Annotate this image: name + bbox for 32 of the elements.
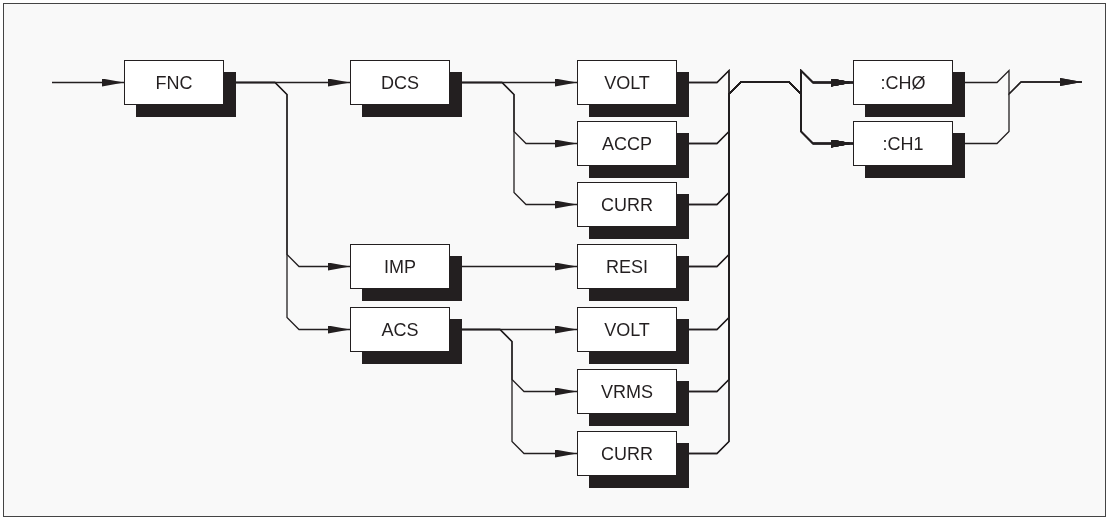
- command-box: [577, 60, 689, 117]
- command-box: [350, 307, 462, 364]
- command-label: ACCP: [602, 134, 652, 153]
- command-box: [577, 431, 689, 488]
- arrow: [964, 78, 1083, 145]
- command-label: IMP: [384, 257, 416, 276]
- command-label: FNC: [155, 73, 193, 92]
- command-box: [350, 244, 462, 301]
- command-box: [853, 60, 965, 117]
- command-box: [577, 369, 689, 426]
- arrow: [461, 328, 578, 458]
- command-box: [577, 307, 689, 364]
- arrow: [461, 262, 578, 271]
- command-label: :CH1: [882, 134, 924, 153]
- command-label: ACS: [381, 320, 419, 339]
- command-label: VRMS: [601, 382, 653, 401]
- arrow: [461, 81, 578, 209]
- command-label: CURR: [601, 195, 653, 214]
- command-label: RESI: [606, 257, 648, 276]
- command-box: [577, 121, 689, 178]
- command-box: [124, 60, 236, 117]
- command-box: [350, 60, 462, 117]
- arrow: [51, 78, 125, 87]
- command-box: [577, 182, 689, 239]
- arrow: [235, 81, 351, 334]
- command-label: :CHØ: [880, 73, 926, 92]
- command-label: CURR: [601, 444, 653, 463]
- command-box: [577, 244, 689, 301]
- command-label: DCS: [381, 73, 419, 92]
- command-label: VOLT: [604, 320, 650, 339]
- command-box: [853, 121, 965, 178]
- command-label: VOLT: [604, 73, 650, 92]
